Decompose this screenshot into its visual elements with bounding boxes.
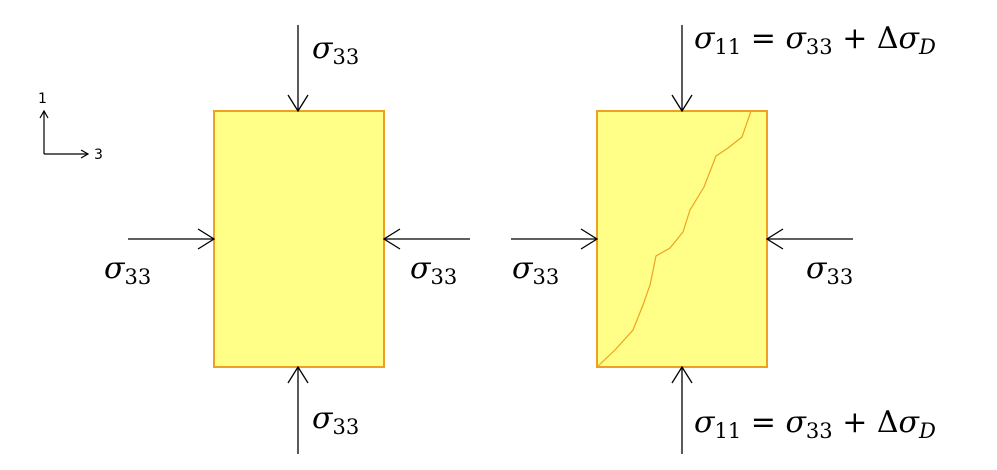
axis-label-3: 3	[94, 147, 103, 163]
load-arrow-left-west	[128, 228, 216, 250]
load-arrow-left-bottom	[287, 365, 309, 454]
label-left-bottom: σ33	[312, 401, 360, 439]
load-arrow-right-west	[511, 228, 599, 250]
fracture-crack	[596, 110, 752, 368]
label-left-east: σ33	[410, 251, 458, 289]
label-left-top: σ33	[312, 31, 360, 69]
specimen-left	[213, 110, 385, 368]
load-arrow-left-top	[287, 25, 309, 113]
load-arrow-right-top	[671, 25, 693, 113]
label-right-bottom: σ11 = σ33 + ΔσD	[694, 405, 936, 443]
specimen-right	[596, 110, 768, 368]
axis-label-1: 1	[38, 91, 47, 107]
axes-icon	[39, 109, 90, 159]
load-arrow-right-east	[765, 228, 853, 250]
load-arrow-left-east	[382, 228, 470, 250]
label-right-west: σ33	[512, 251, 560, 289]
label-left-west: σ33	[104, 251, 152, 289]
label-right-top: σ11 = σ33 + ΔσD	[694, 21, 936, 59]
label-right-east: σ33	[806, 251, 854, 289]
load-arrow-right-bottom	[671, 365, 693, 454]
